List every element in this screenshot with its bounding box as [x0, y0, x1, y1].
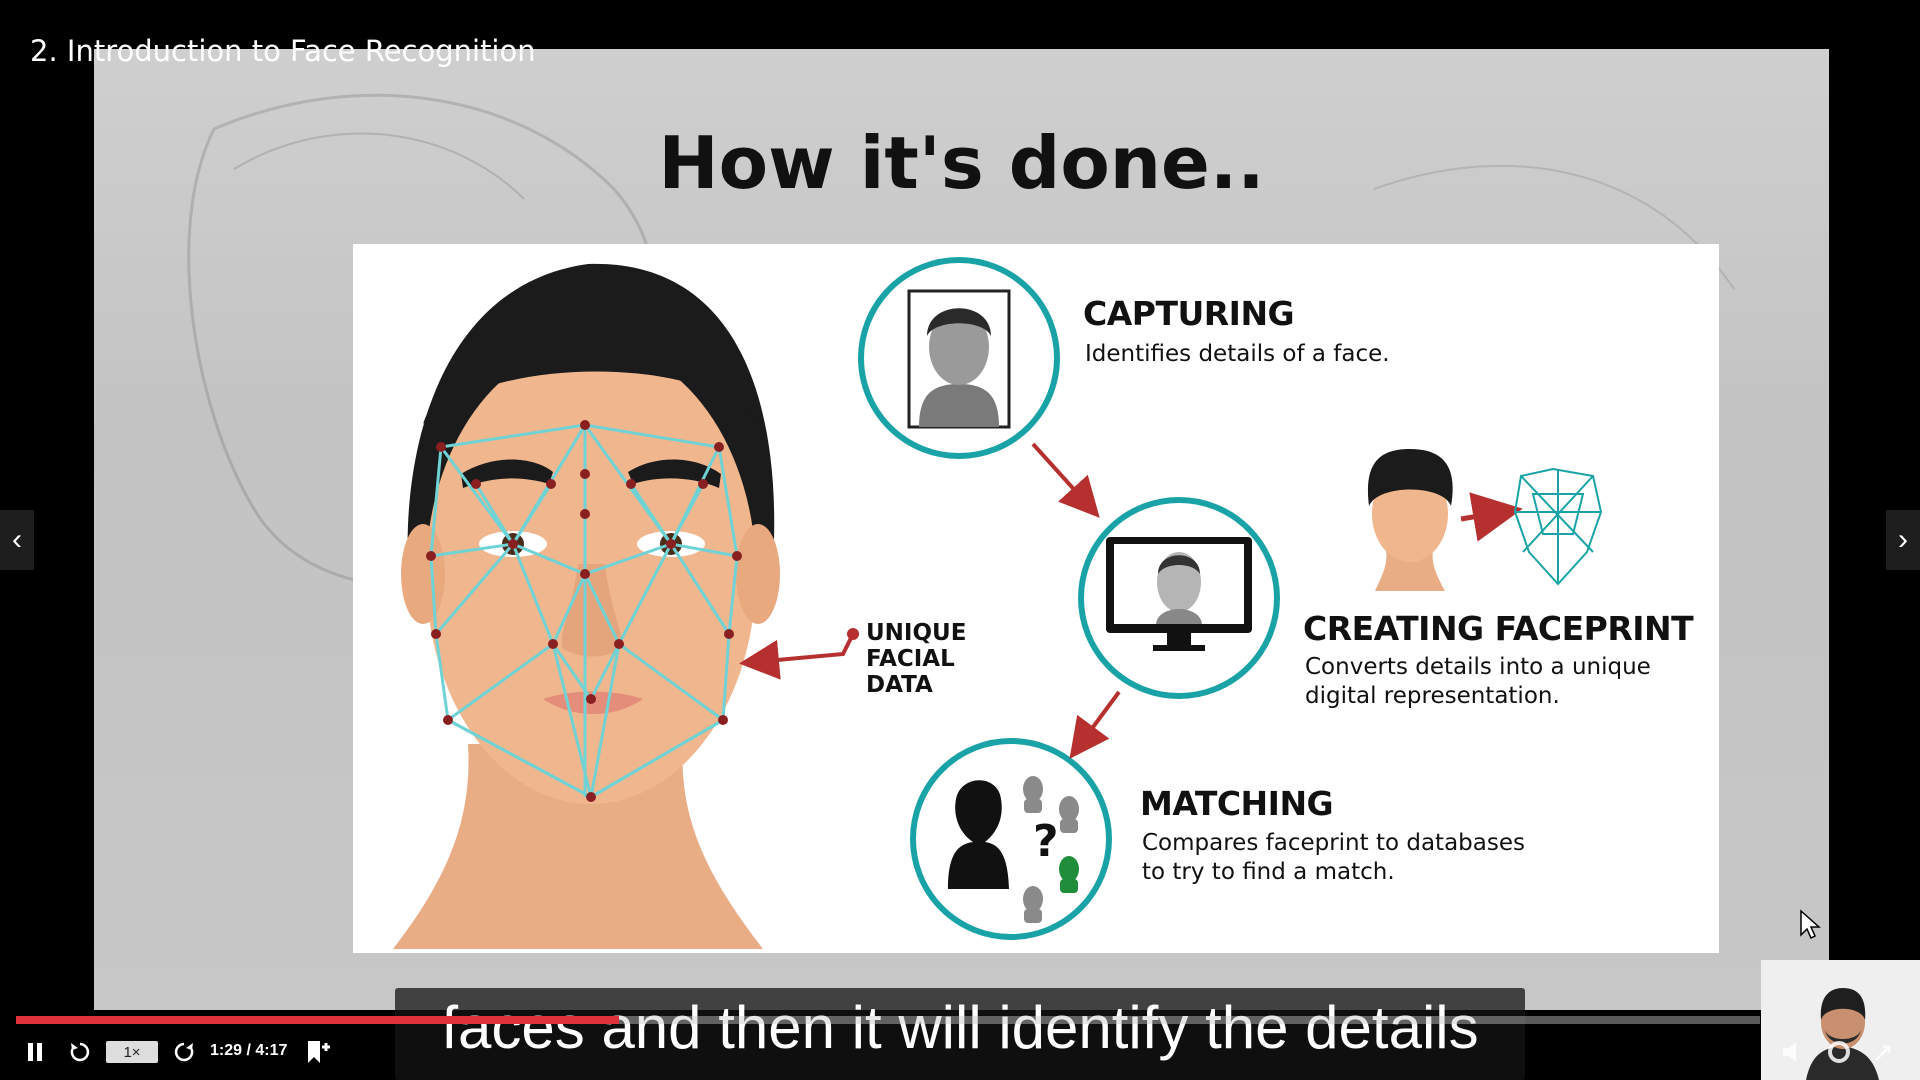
step-matching-desc-line-1: Compares faceprint to databases: [1142, 830, 1525, 856]
unique-label-line-3: DATA: [866, 672, 933, 698]
faceprint-illustration: [1078, 497, 1280, 699]
instructor-webcam: [1761, 960, 1920, 1080]
cursor-icon: [1800, 909, 1821, 940]
progress-fill: [16, 1016, 620, 1024]
add-bookmark-button[interactable]: [300, 1030, 334, 1074]
faceprint-mesh: [1513, 467, 1603, 586]
forward-button[interactable]: [166, 1030, 202, 1074]
faceprint-small-face: [1367, 449, 1453, 591]
video-title: 2. Introduction to Face Recognition: [30, 34, 536, 68]
settings-icon: [1828, 1041, 1850, 1063]
infographic-graphics: ?: [393, 257, 1603, 949]
bookmark-add-icon: [308, 1041, 330, 1063]
unique-label-line-1: UNIQUE: [866, 620, 967, 646]
face-illustration: [393, 263, 780, 949]
volume-icon: [1783, 1042, 1796, 1062]
time-display: 1:29 / 4:17: [210, 1042, 288, 1059]
pause-icon: [28, 1043, 42, 1061]
step-faceprint-desc-line-2: digital representation.: [1305, 683, 1560, 709]
step-faceprint-desc-line-1: Converts details into a unique: [1305, 654, 1651, 680]
caption-text: faces and then it will identify the deta…: [441, 994, 1479, 1061]
match-question-mark: ?: [1033, 816, 1059, 867]
matching-illustration: ?: [910, 738, 1112, 940]
rewind-icon: [70, 1042, 90, 1062]
unique-facial-data-label: UNIQUE FACIAL DATA: [866, 620, 966, 698]
slide-heading: How it's done..: [658, 121, 1265, 205]
rewind-button[interactable]: [62, 1030, 98, 1074]
next-lecture-button[interactable]: ›: [1886, 510, 1920, 570]
step-faceprint-title: CREATING FACEPRINT: [1303, 609, 1694, 648]
step-capturing-title: CAPTURING: [1083, 294, 1295, 333]
pause-button[interactable]: [18, 1030, 52, 1074]
capture-illustration: [858, 257, 1060, 459]
slide: How it's done..: [94, 49, 1829, 1010]
caption-box: faces and then it will identify the deta…: [395, 988, 1525, 1080]
step-matching-title: MATCHING: [1140, 784, 1334, 823]
unique-label-line-2: FACIAL: [866, 646, 955, 672]
prev-arrow-icon: ‹: [12, 523, 22, 556]
next-arrow-icon: ›: [1898, 523, 1908, 556]
infographic: ? CA: [353, 244, 1719, 953]
progress-bar[interactable]: [16, 1016, 1760, 1024]
prev-lecture-button[interactable]: ‹: [0, 510, 34, 570]
forward-icon: [174, 1042, 194, 1062]
instructor-avatar: [1761, 960, 1920, 1080]
playback-speed-button[interactable]: 1×: [106, 1041, 158, 1063]
player-controls: 1× 1:29 / 4:17: [0, 1030, 1760, 1076]
expand-icon: [1875, 1045, 1891, 1061]
step-capturing-desc-line-1: Identifies details of a face.: [1085, 341, 1390, 367]
step-matching-desc-line-2: to try to find a match.: [1142, 859, 1395, 885]
